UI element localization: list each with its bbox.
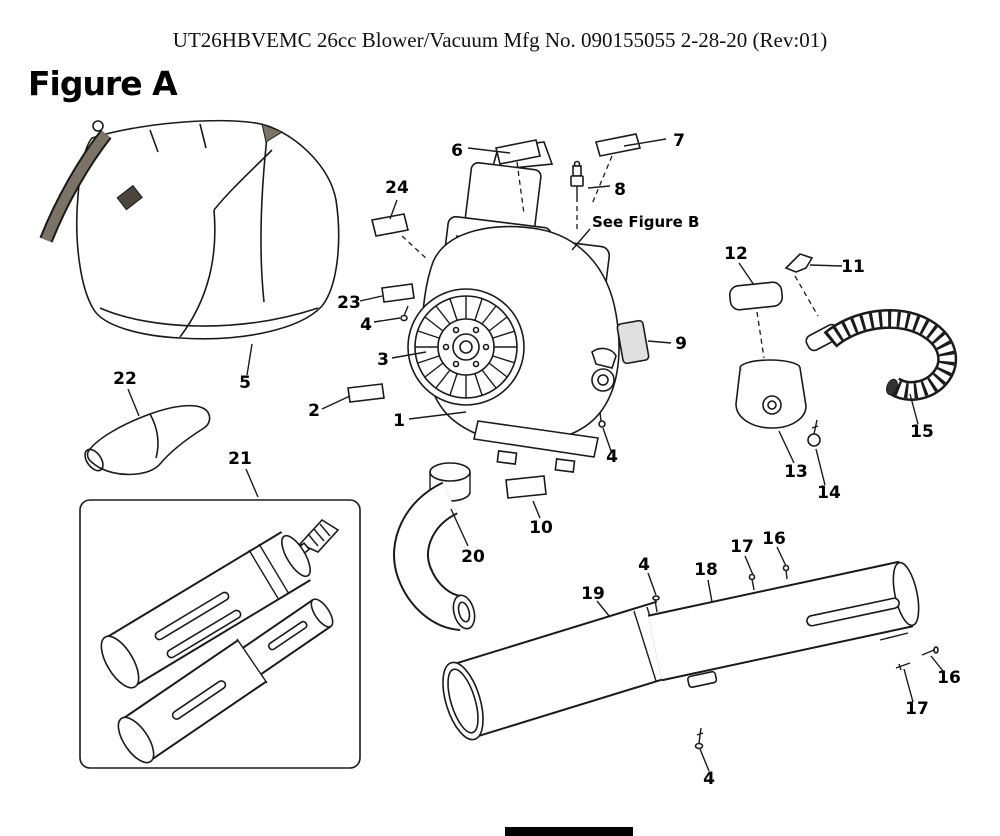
- callout-4-c: 4: [638, 555, 650, 575]
- callout-16-right: 16: [937, 668, 961, 688]
- figure-title: Figure A: [28, 64, 178, 103]
- callout-13: 13: [784, 462, 808, 482]
- callout-11: 11: [841, 257, 865, 277]
- callout-1: 1: [393, 411, 405, 431]
- callout-8: 8: [614, 180, 626, 200]
- screw-part-4-b: [598, 411, 606, 428]
- callout-20: 20: [461, 547, 485, 567]
- callout-6: 6: [451, 141, 463, 161]
- upper-vacuum-tube: [100, 531, 311, 689]
- callout-15: 15: [910, 422, 934, 442]
- spark-plug-part-8: [570, 160, 584, 202]
- screw-part-4-c: [652, 595, 660, 613]
- callout-18: 18: [694, 560, 718, 580]
- callout-21: 21: [228, 449, 252, 469]
- callout-19: 19: [581, 584, 605, 604]
- callout-2: 2: [308, 401, 320, 421]
- blower-tube-part-19: [442, 600, 680, 741]
- label-plates: [347, 133, 650, 499]
- lower-vacuum-tube: [117, 598, 334, 764]
- engine-assembly: [407, 141, 620, 473]
- bottom-black-bar: [505, 827, 633, 836]
- screw-part-16-top: [782, 564, 790, 580]
- screw-part-4-d: [694, 727, 704, 750]
- assembly-dash-lines: [401, 155, 819, 359]
- callout-5: 5: [239, 373, 251, 393]
- shoulder-strap: [39, 120, 284, 243]
- callout-labels: 6 7 8 24 12 11 23 4 3 9 2 1 4 22 5 13 14…: [113, 131, 961, 789]
- primer-base-part-13: [735, 359, 807, 429]
- vacuum-nozzle-part-22: [84, 404, 211, 476]
- see-figure-b-note: See Figure B: [592, 213, 699, 231]
- small-screws: [400, 305, 939, 750]
- callout-10: 10: [529, 518, 553, 538]
- screw-part-14: [807, 419, 821, 447]
- screw-part-17-right: [895, 662, 911, 671]
- elbow-tube-part-20: [393, 462, 476, 631]
- screw-part-16-right: [921, 646, 939, 656]
- screw-part-17-top: [748, 573, 756, 591]
- flex-handle-part-15: [805, 308, 958, 401]
- collection-bag-part-5: [39, 119, 340, 340]
- leader-lines: [127, 138, 944, 772]
- callout-9: 9: [675, 334, 687, 354]
- screw-part-4-a: [400, 305, 409, 322]
- callout-23: 23: [337, 293, 361, 313]
- callout-4-b: 4: [606, 447, 618, 467]
- callout-3: 3: [377, 350, 389, 370]
- callout-22: 22: [113, 369, 137, 389]
- document-title: UT26HBVEMC 26cc Blower/Vacuum Mfg No. 09…: [172, 28, 828, 52]
- primer-parts: [728, 253, 821, 447]
- callout-4-d: 4: [703, 769, 715, 789]
- callout-17-top: 17: [730, 537, 754, 557]
- callout-4-a: 4: [360, 315, 372, 335]
- inset-box-part-21: [79, 499, 361, 769]
- callout-16-top: 16: [762, 529, 786, 549]
- flywheel-fan-part-3: [407, 288, 525, 406]
- blower-tube-part-18: [647, 560, 920, 689]
- callout-24: 24: [385, 178, 409, 198]
- callout-7: 7: [673, 131, 685, 151]
- callout-17-right: 17: [905, 699, 929, 719]
- callout-12: 12: [724, 244, 748, 264]
- callout-14: 14: [817, 483, 841, 503]
